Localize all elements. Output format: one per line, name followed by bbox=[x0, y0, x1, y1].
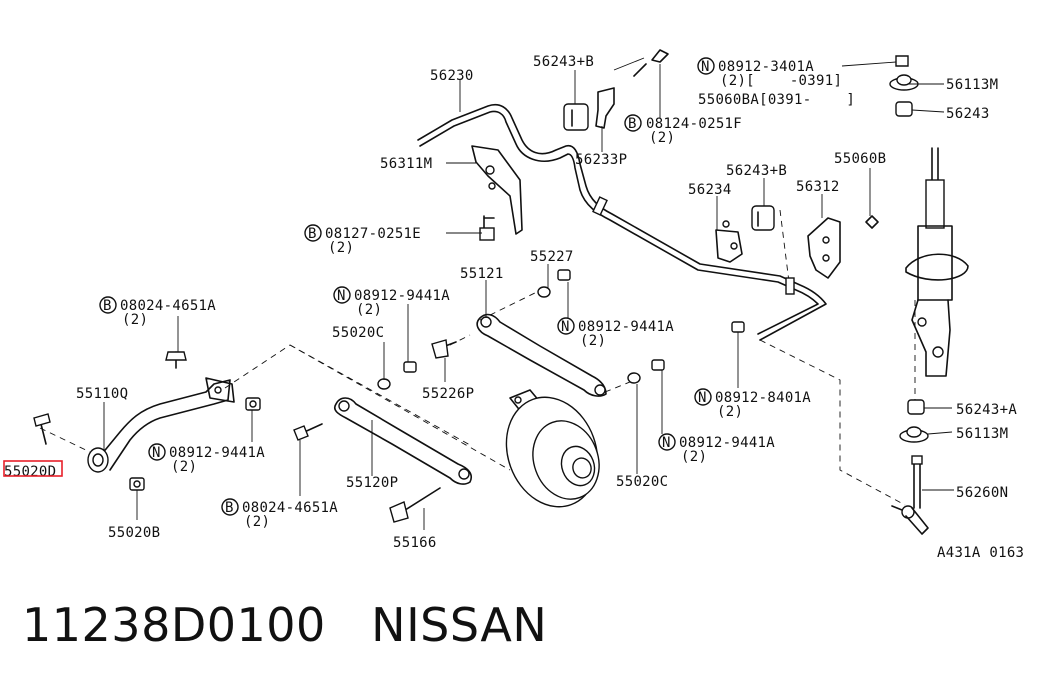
label-08127: 08127-0251E bbox=[325, 226, 421, 242]
label-08912-9441a-c: 08912-9441A bbox=[169, 445, 265, 461]
marker-n-08912-8401a: N bbox=[694, 388, 712, 406]
label-08912-9441a-a: 08912-9441A bbox=[354, 288, 450, 304]
label-08024-bot-qty: (2) bbox=[244, 514, 270, 530]
label-56312: 56312 bbox=[796, 179, 840, 195]
label-56260n: 56260N bbox=[956, 485, 1008, 501]
label-55227: 55227 bbox=[530, 249, 574, 265]
arm-55110q bbox=[87, 377, 235, 473]
marker-n-08912-9441a-a: N bbox=[333, 286, 351, 304]
marker-b-08024-bot: B bbox=[221, 498, 239, 516]
label-08127-qty: (2) bbox=[328, 240, 354, 256]
marker-n-08912-9441a-d: N bbox=[658, 433, 676, 451]
svg-text:B: B bbox=[225, 500, 234, 516]
label-56243b-top: 56243+B bbox=[533, 54, 594, 70]
label-08912-9441a-c-qty: (2) bbox=[171, 459, 197, 475]
svg-text:N: N bbox=[561, 319, 570, 335]
label-08912-9441a-b-qty: (2) bbox=[580, 333, 606, 349]
reference-code: A431A 0163 bbox=[937, 545, 1024, 561]
label-08912-3401a-qty: (2)[ -0391] bbox=[720, 73, 842, 89]
marker-n-08912-3401a: N bbox=[697, 57, 715, 75]
svg-text:N: N bbox=[701, 59, 710, 75]
bushing-clamp-mid bbox=[715, 205, 775, 263]
marker-n-08912-9441a-c: N bbox=[148, 443, 166, 461]
marker-b-08024-top: B bbox=[99, 296, 117, 314]
label-55020c-right: 55020C bbox=[616, 474, 668, 490]
shock-absorber bbox=[889, 55, 969, 443]
circle-markers: N B B N N B N B N N bbox=[99, 57, 715, 516]
part-labels: 56230 56243+B 56233P 56311M 08127-0251E … bbox=[3, 54, 1024, 561]
label-56311m: 56311M bbox=[380, 156, 432, 172]
label-56243-top: 56243 bbox=[946, 106, 990, 122]
svg-text:N: N bbox=[662, 435, 671, 451]
label-55060ba: 55060BA[0391- ] bbox=[698, 92, 855, 108]
label-55121: 55121 bbox=[460, 266, 504, 282]
wheel-hub bbox=[505, 389, 600, 508]
label-55166: 55166 bbox=[393, 535, 437, 551]
label-56243a: 56243+A bbox=[956, 402, 1017, 418]
label-08912-3401a: 08912-3401A bbox=[718, 59, 814, 75]
label-08912-8401a-qty: (2) bbox=[717, 404, 743, 420]
label-08912-9441a-b: 08912-9441A bbox=[578, 319, 674, 335]
bracket-56312 bbox=[807, 215, 879, 279]
label-56113m-bot: 56113M bbox=[956, 426, 1008, 442]
label-56230: 56230 bbox=[430, 68, 474, 84]
label-08912-9441a-d-qty: (2) bbox=[681, 449, 707, 465]
label-56233p: 56233P bbox=[575, 152, 627, 168]
svg-text:N: N bbox=[698, 390, 707, 406]
label-56243b-mid: 56243+B bbox=[726, 163, 787, 179]
link-55121 bbox=[476, 313, 607, 397]
label-55226p: 55226P bbox=[422, 386, 474, 402]
label-55060b: 55060B bbox=[834, 151, 886, 167]
link-55120p bbox=[333, 397, 473, 485]
svg-text:N: N bbox=[152, 445, 161, 461]
leader-lines bbox=[103, 57, 954, 530]
label-08912-8401a: 08912-8401A bbox=[715, 390, 811, 406]
svg-text:B: B bbox=[628, 116, 637, 132]
label-08024-top-qty: (2) bbox=[122, 312, 148, 328]
stabilizer-bar bbox=[417, 103, 827, 341]
marker-b-08124: B bbox=[624, 114, 642, 132]
svg-text:N: N bbox=[337, 288, 346, 304]
label-08124: 08124-0251F bbox=[646, 116, 742, 132]
svg-text:B: B bbox=[103, 298, 112, 314]
label-56113m-top: 56113M bbox=[946, 77, 998, 93]
label-55120p: 55120P bbox=[346, 475, 398, 491]
bushing-clamp-top bbox=[563, 49, 669, 131]
label-08024-top: 08024-4651A bbox=[120, 298, 216, 314]
label-55020b: 55020B bbox=[108, 525, 160, 541]
fasteners bbox=[33, 269, 745, 523]
bracket-56311m bbox=[471, 145, 523, 241]
label-56234: 56234 bbox=[688, 182, 732, 198]
label-08912-9441a-a-qty: (2) bbox=[356, 302, 382, 318]
stabilizer-link bbox=[891, 455, 929, 535]
marker-b-08127: B bbox=[304, 224, 322, 242]
svg-text:B: B bbox=[308, 226, 317, 242]
label-55020c-left: 55020C bbox=[332, 325, 384, 341]
marker-n-08912-9441a-b: N bbox=[557, 317, 575, 335]
highlight-box-55020d bbox=[3, 460, 63, 477]
part-number-caption: 11238D0100 NISSAN bbox=[22, 598, 548, 652]
label-08124-qty: (2) bbox=[649, 130, 675, 146]
label-55020d: 55020D bbox=[4, 464, 56, 480]
assembly-lines bbox=[39, 209, 916, 506]
label-55110q: 55110Q bbox=[76, 386, 128, 402]
label-08912-9441a-d: 08912-9441A bbox=[679, 435, 775, 451]
label-08024-bot: 08024-4651A bbox=[242, 500, 338, 516]
